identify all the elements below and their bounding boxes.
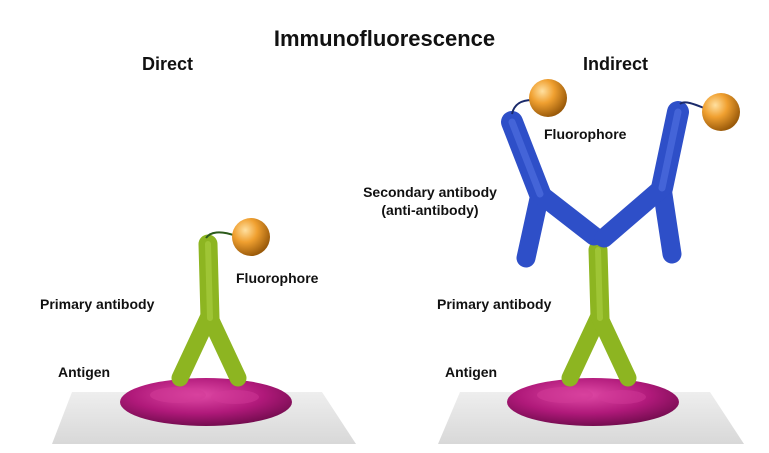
- primary-antibody-direct: [171, 234, 247, 387]
- secondary-antibody-sublabel: (anti-antibody): [381, 202, 479, 218]
- direct-antigen-label: Antigen: [58, 364, 111, 380]
- indirect-heading: Indirect: [583, 54, 649, 74]
- diagram-title: Immunofluorescence: [273, 26, 496, 51]
- primary-antibody-indirect: [561, 240, 637, 387]
- antigen-indirect: [507, 378, 679, 426]
- secondary-antibody-right: [594, 101, 689, 264]
- indirect-fluorophore-label: Fluorophore: [544, 126, 627, 142]
- direct-fluorophore-label: Fluorophore: [236, 270, 319, 286]
- antigen-direct: [120, 378, 292, 426]
- direct-primary-antibody-label: Primary antibody: [40, 296, 155, 312]
- secondary-antibody-label: Secondary antibody: [363, 184, 497, 200]
- direct-heading: Direct: [142, 54, 194, 74]
- secondary-antibody-left: [501, 111, 604, 268]
- direct-diagram: [52, 218, 356, 444]
- fluorophore-indirect-left: [529, 79, 567, 117]
- indirect-primary-antibody-label: Primary antibody: [437, 296, 552, 312]
- indirect-antigen-label: Antigen: [445, 364, 498, 380]
- fluorophore-indirect-right: [702, 93, 740, 131]
- linker-indirect-right: [679, 101, 705, 109]
- indirect-diagram: [438, 79, 744, 444]
- fluorophore-direct: [232, 218, 270, 256]
